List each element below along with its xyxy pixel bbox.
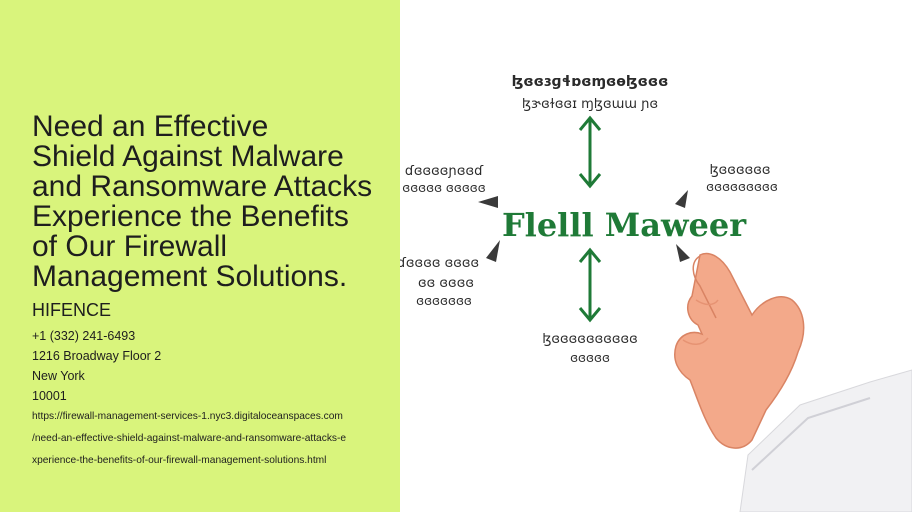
arrow-down-icon — [578, 247, 602, 323]
street-address: 1216 Broadway Floor 2 — [32, 349, 162, 363]
diagram-bottom-left-label-3: ɞɞɞɞɞɞɞ — [416, 294, 472, 308]
url-line[interactable]: xperience-the-benefits-of-our-firewall-m… — [32, 455, 327, 466]
sleeve-shape — [739, 369, 912, 512]
url-line[interactable]: /need-an-effective-shield-against-malwar… — [32, 433, 347, 444]
page-url[interactable]: https://firewall-management-services-1.n… — [32, 406, 346, 472]
zip-code: 10001 — [32, 389, 67, 403]
page-title: Need an Effective Shield Against Malware… — [32, 112, 404, 292]
left-panel: Need an Effective Shield Against Malware… — [0, 0, 400, 512]
phone-number[interactable]: +1 (332) 241-6493 — [32, 329, 136, 343]
hero-image: ɮɞɞɜɡɬɒɞɱɞɵɮɞɞɞ ɮɝɞɫɞɞɪ ɱɮɞɯɯ ɲɞ ɗɞɞɞɞɲɞ… — [400, 0, 912, 512]
diagram-bottom-left-label-2: ɞɞ ɞɞɞɞ — [418, 276, 474, 291]
title-line: Experience the Benefits — [32, 200, 349, 233]
diagram-top-label-1: ɮɞɞɜɡɬɒɞɱɞɵɮɞɞɞ — [512, 74, 669, 90]
title-line: Need an Effective — [32, 110, 269, 143]
pointing-hand-shape — [674, 252, 805, 449]
diagram-bottom-label-1: ɮɞɞɞɞɞɞɞɞɞɞ — [542, 332, 638, 347]
company-name: HIFENCE — [32, 300, 112, 320]
contact-info: +1 (332) 241-6493 1216 Broadway Floor 2 … — [32, 326, 161, 406]
arrow-up-icon — [578, 115, 602, 189]
url-line[interactable]: https://firewall-management-services-1.n… — [32, 411, 343, 422]
title-line: of Our Firewall — [32, 230, 228, 263]
diagram-center-label: Flelll Maweer — [502, 206, 747, 244]
diagram-left-label-1: ɗɞɞɞɞɲɞɞɗ — [405, 164, 484, 179]
diagram-bottom-left-label-1: ɗɞɞɞɞ ɞɞɞɞ — [400, 256, 479, 271]
arrow-bottom-right-icon — [676, 244, 690, 262]
title-line: Management Solutions. — [32, 260, 348, 293]
title-line: and Ransomware Attacks — [32, 170, 373, 203]
diagram-right-label-1: ɮɞɞɞɞɞɞ — [710, 163, 771, 178]
diagram-right-label-2: ɞɞɞɞɞɞɞɞɞ — [706, 180, 778, 194]
title-line: Shield Against Malware — [32, 140, 344, 173]
firewall-diagram-illustration: ɮɞɞɜɡɬɒɞɱɞɵɮɞɞɞ ɮɝɞɫɞɞɪ ɱɮɞɯɯ ɲɞ ɗɞɞɞɞɲɞ… — [400, 74, 912, 512]
arrow-right-icon — [675, 190, 688, 208]
diagram-top-label-2: ɮɝɞɫɞɞɪ ɱɮɞɯɯ ɲɞ — [522, 97, 658, 112]
city: New York — [32, 369, 85, 383]
arrow-left-icon — [478, 196, 498, 208]
arrow-bottom-left-icon — [486, 240, 500, 262]
diagram-left-label-2: ɞɞɞɞɞ ɞɞɞɞɞ — [402, 181, 486, 195]
diagram-bottom-label-2: ɞɞɞɞɞ — [570, 351, 610, 365]
